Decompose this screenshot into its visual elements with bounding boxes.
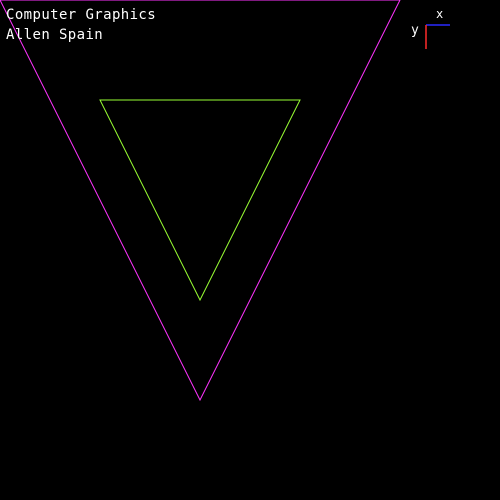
author-name: Allen Spain: [6, 27, 104, 43]
x-axis-label: x: [436, 7, 444, 21]
page-title: Computer Graphics: [6, 7, 157, 23]
outer-triangle: [0, 0, 401, 402]
inner-triangle: [99, 99, 301, 302]
y-axis-label: y: [411, 23, 419, 38]
